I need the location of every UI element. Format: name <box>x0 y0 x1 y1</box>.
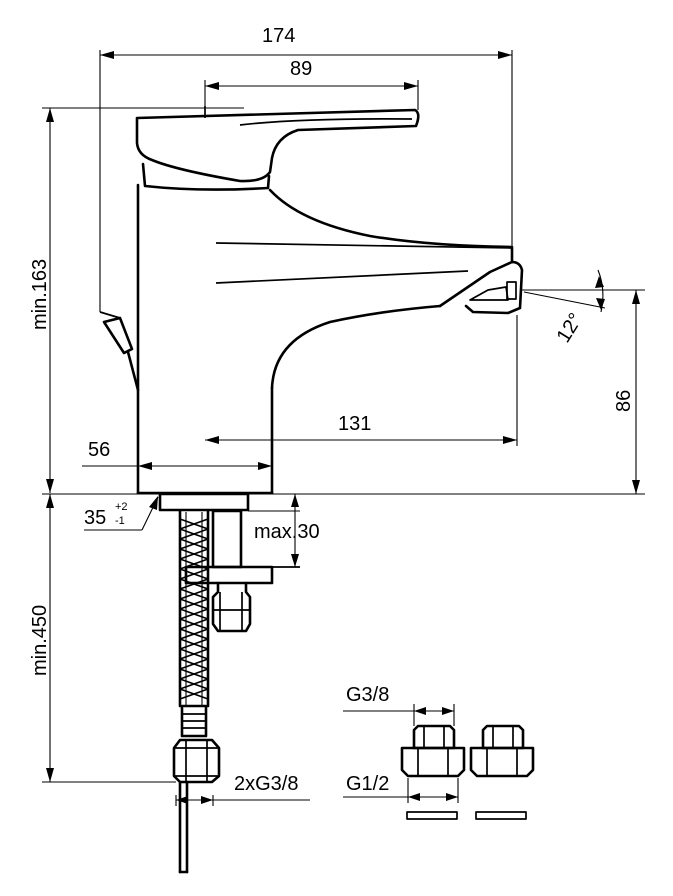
dim-spout-angle: 12° <box>553 309 588 346</box>
dim-spout-height: 86 <box>613 390 635 412</box>
faucet-outline <box>99 106 524 495</box>
adapter-right <box>469 724 535 820</box>
label-hose-thread: 2xG3/8 <box>234 773 298 795</box>
label-adapter-inner-thread: G3/8 <box>346 684 389 706</box>
dimension-lines <box>42 50 645 806</box>
dim-min-hose-length: min.450 <box>29 605 51 676</box>
dim-spout-reach: 131 <box>338 413 371 435</box>
dim-overall-width: 174 <box>262 25 295 47</box>
dim-hole-tolerance-plus: +2 <box>115 501 128 513</box>
dim-lever-length: 89 <box>290 58 312 80</box>
dim-max-deck-thickness: max.30 <box>254 521 320 543</box>
adapter-left <box>400 724 466 820</box>
dim-body-diameter: 56 <box>88 439 110 461</box>
dimension-labels: 174 89 min.163 86 12° 131 56 35 +2 -1 ma… <box>29 25 635 795</box>
dim-min-height: min.163 <box>29 259 51 330</box>
dim-hole-tolerance-minus: -1 <box>115 515 125 527</box>
dim-hole-diameter: 35 <box>84 507 106 529</box>
label-adapter-outer-thread: G1/2 <box>346 773 389 795</box>
